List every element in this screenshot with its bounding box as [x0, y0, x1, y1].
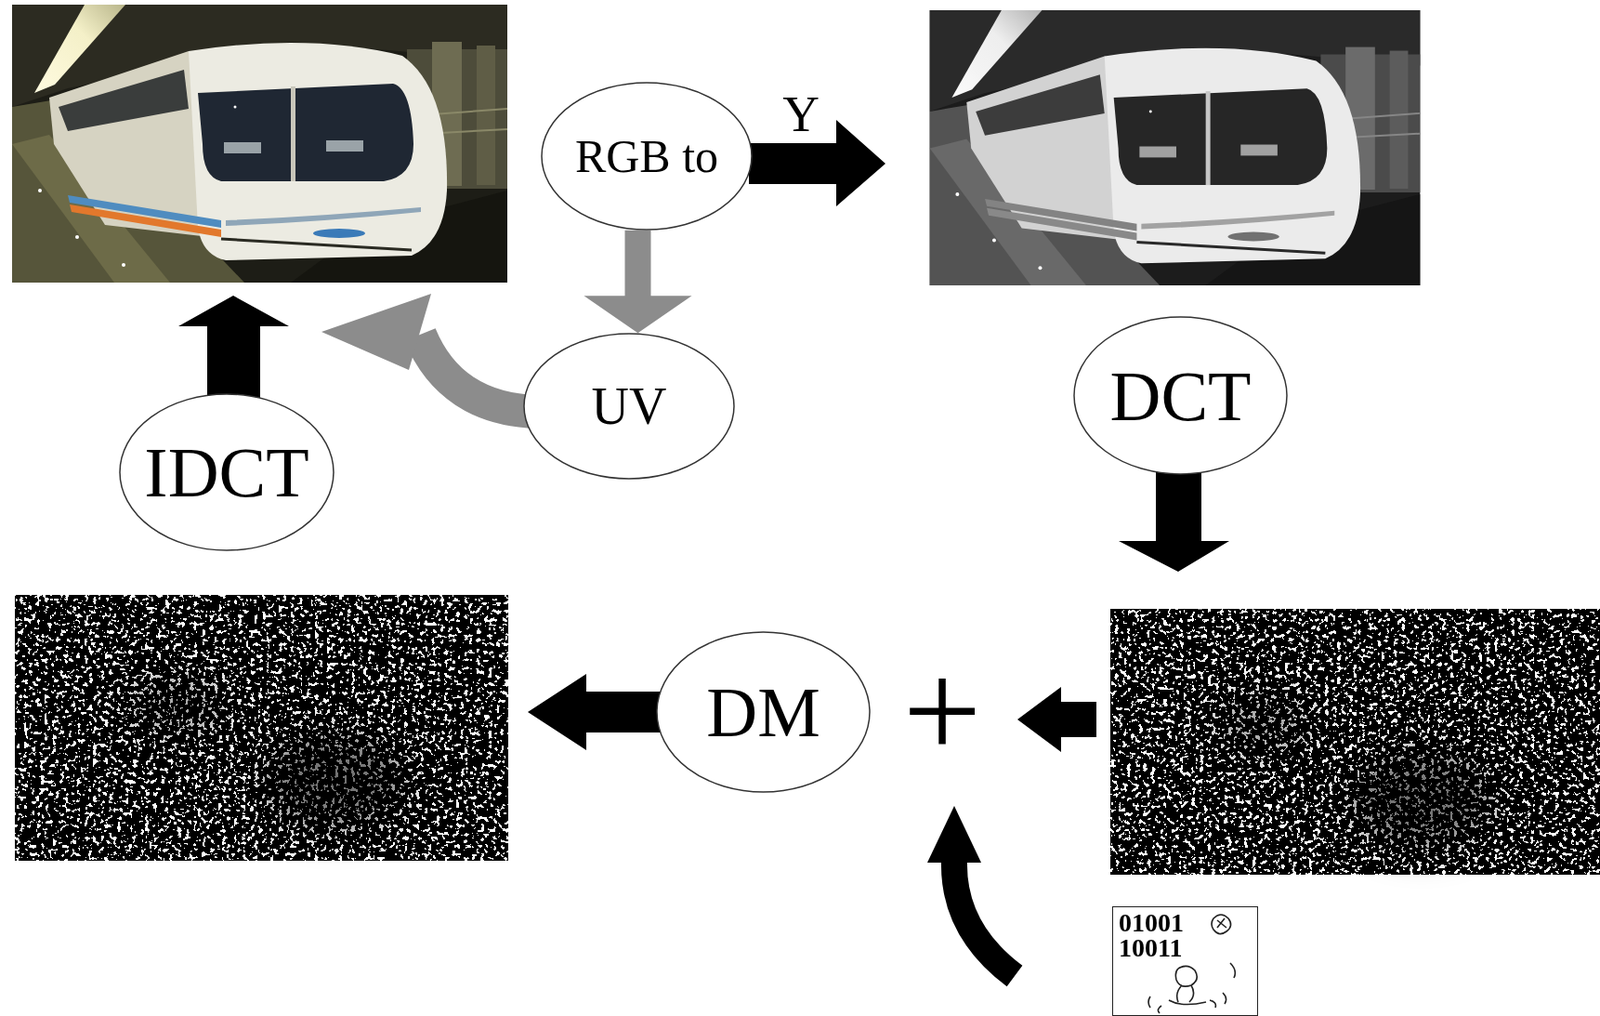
dct-coefficients: [1110, 608, 1600, 875]
ellipse-shape: [524, 333, 735, 479]
process-name: DM: [706, 676, 820, 748]
flow-arrow: [178, 295, 289, 402]
color-photo: [12, 4, 508, 283]
process-name: RGB to: [575, 132, 719, 180]
ellipse-shape: [1074, 316, 1287, 474]
dark-patch: [1207, 687, 1320, 762]
ellipse-shape: [119, 393, 334, 551]
flow-arrow: [584, 230, 693, 334]
doodle-stroke: [1211, 914, 1232, 934]
process-ellipse: IDCT: [118, 393, 335, 551]
dark-patch: [1347, 747, 1496, 851]
luminance-photo: [930, 10, 1421, 286]
process-ellipse: RGB to: [540, 81, 753, 231]
ellipse-shape: [541, 82, 752, 230]
curved-flow-arrow: [954, 860, 1015, 976]
arrow-head: [321, 293, 432, 370]
doodle-stroke: [1148, 962, 1235, 1008]
operator-symbol: +: [903, 640, 983, 780]
flow-arrow: [1017, 686, 1097, 752]
luminance-photo-image: [930, 10, 1421, 286]
watermark-box: 01001 10011: [1112, 905, 1259, 1016]
process-ellipse: DCT: [1073, 315, 1288, 475]
process-ellipse: UV: [523, 332, 735, 480]
process-name: DCT: [1110, 360, 1252, 432]
flow-arrow: [527, 673, 664, 750]
curved-flow-arrow: [419, 334, 538, 412]
arrow-head: [927, 805, 982, 863]
watermark-bits: 01001 10011: [1118, 910, 1197, 960]
ellipse-shape: [656, 631, 870, 792]
process-ellipse: DM: [655, 630, 871, 793]
doodle-stroke: [1175, 965, 1197, 986]
dark-patch: [260, 729, 409, 832]
dark-patches: [120, 668, 409, 832]
signal-label: Y: [782, 88, 820, 140]
process-name: IDCT: [144, 436, 309, 508]
dark-patches: [1207, 687, 1496, 851]
flow-arrow: [1118, 464, 1230, 572]
dark-patch: [120, 668, 233, 744]
doodle-stroke: [1157, 984, 1216, 1013]
watermarked-coefficients: [14, 594, 509, 861]
process-name: UV: [591, 380, 668, 433]
